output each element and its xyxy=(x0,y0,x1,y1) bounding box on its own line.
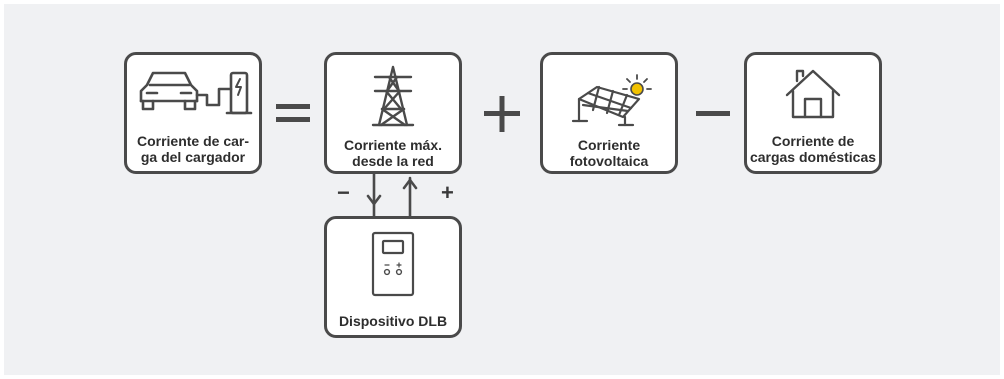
house-icon xyxy=(785,69,841,119)
up-arrow-head xyxy=(402,178,418,190)
grid-max-current-box: Corriente máx. desde la red xyxy=(324,52,462,174)
power-tower-icon xyxy=(371,65,415,127)
dlb-device-label: Dispositivo DLB xyxy=(338,313,448,329)
down-arrow-head xyxy=(366,194,382,206)
plus-operator xyxy=(484,96,520,132)
home-loads-current-box: Corriente de cargas domésticas xyxy=(744,52,882,174)
equals-operator xyxy=(276,104,310,122)
charger-current-box: Corriente de car- ga del cargador xyxy=(124,52,262,174)
minus-operator xyxy=(696,111,730,116)
home-loads-current-label: Corriente de cargas domésticas xyxy=(749,133,877,165)
pv-current-label: Corriente fotovoltaica xyxy=(569,137,649,169)
sun-icon xyxy=(630,82,644,96)
dlb-device-icon xyxy=(371,231,415,297)
flow-arrows xyxy=(366,174,418,220)
car-charger-icon xyxy=(139,71,253,115)
pv-current-box: Corriente fotovoltaica xyxy=(540,52,678,174)
solar-panel-icon xyxy=(571,74,652,127)
minus-flow-sign: − xyxy=(337,180,350,205)
diagram-panel: Corriente de car- ga del cargador Corrie… xyxy=(4,4,1000,375)
charger-current-label: Corriente de car- ga del cargador xyxy=(136,133,250,165)
plus-flow-sign: + xyxy=(441,180,454,205)
grid-max-current-label: Corriente máx. desde la red xyxy=(343,137,443,169)
dlb-device-box: Dispositivo DLB xyxy=(324,216,462,338)
